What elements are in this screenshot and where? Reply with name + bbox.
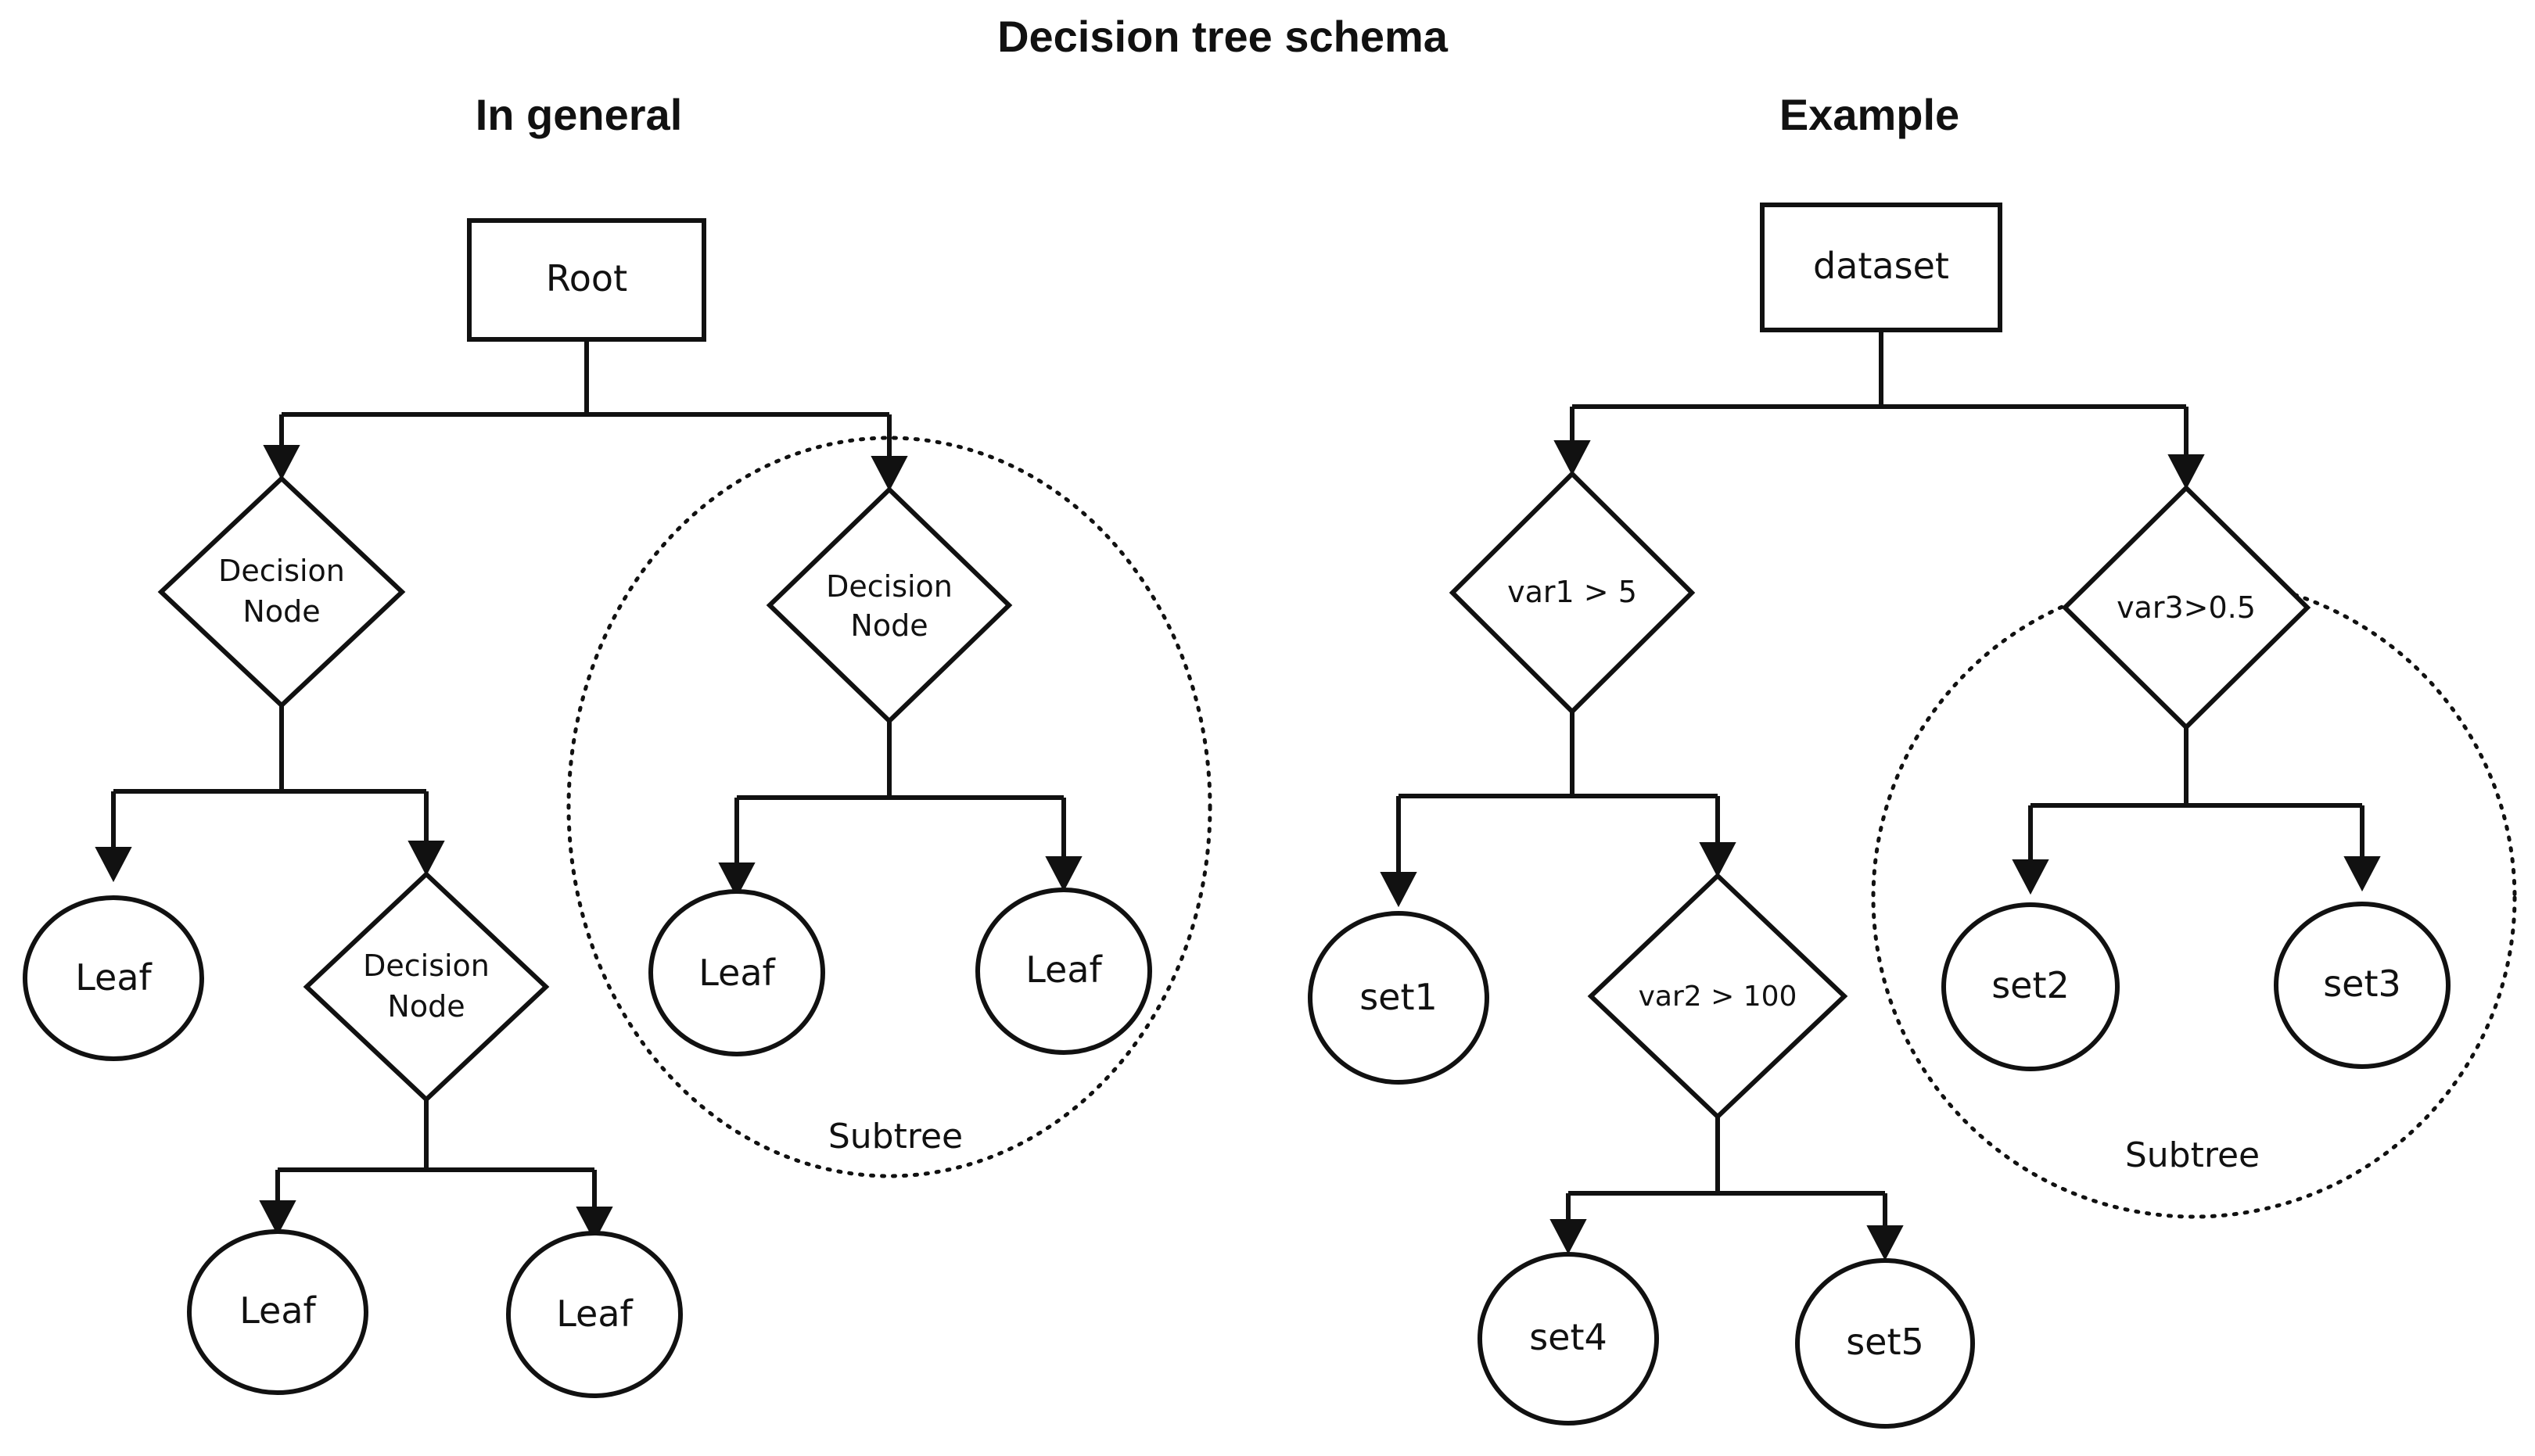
arrowhead — [1699, 842, 1736, 878]
general-decision-node-lower: Decision Node — [303, 870, 550, 1103]
leaf-label: Leaf — [239, 1289, 317, 1332]
diagram-title: Decision tree schema — [997, 12, 1449, 61]
arrowhead — [259, 1200, 296, 1236]
arrowhead — [1045, 856, 1083, 892]
arrowhead — [1380, 872, 1417, 908]
general-decision-node: Decision Node — [157, 475, 406, 709]
general-subtree-label: Subtree — [828, 1117, 963, 1157]
example-tree: dataset var1 > 5 var3>0.5 var2 > 100 set… — [1308, 203, 2517, 1429]
arrowhead — [2012, 859, 2049, 895]
leaf-label: Leaf — [75, 956, 153, 999]
general-root-node: Root — [467, 218, 706, 342]
general-connectors — [111, 339, 1066, 1210]
condition-var3-label: var3>0.5 — [2117, 590, 2256, 625]
decision-node-label-line1: Decision — [826, 569, 953, 604]
general-decision-node-subtree: Decision Node — [766, 486, 1013, 725]
decision-node-label-line1: Decision — [218, 554, 345, 588]
example-subtree-outline — [1871, 576, 2517, 1219]
example-condition-var3-node: var3>0.5 — [2061, 484, 2311, 731]
example-root-label: dataset — [1813, 245, 1949, 287]
arrowhead — [2167, 454, 2205, 490]
arrowhead — [871, 456, 908, 492]
arrowhead — [1549, 1219, 1587, 1255]
arrowhead — [1553, 440, 1591, 476]
general-leaf-node: Leaf — [23, 895, 204, 1061]
general-root-label: Root — [546, 257, 627, 299]
arrowhead — [95, 847, 132, 883]
general-subtree-outline — [566, 436, 1212, 1178]
general-tree: Root Decision Node Decision Node Decisio… — [23, 218, 1212, 1398]
example-root-node: dataset — [1760, 203, 2002, 332]
arrowhead — [263, 445, 300, 481]
arrowhead — [1866, 1225, 1904, 1261]
decision-node-label-line2: Node — [387, 989, 465, 1024]
example-subtree-label: Subtree — [2125, 1135, 2260, 1175]
arrowhead — [2343, 856, 2381, 892]
general-panel-heading: In general — [476, 90, 683, 139]
example-condition-var1-node: var1 > 5 — [1449, 470, 1696, 715]
example-arrowheads — [1380, 440, 2381, 1261]
example-condition-var2-node: var2 > 100 — [1587, 872, 1848, 1121]
example-connectors — [1396, 330, 2364, 1229]
general-leaf-node: Leaf — [648, 889, 825, 1056]
arrowhead — [408, 841, 445, 877]
set3-label: set3 — [2323, 963, 2401, 1005]
example-set3-node: set3 — [2274, 902, 2451, 1069]
condition-var2-label: var2 > 100 — [1639, 981, 1797, 1013]
general-leaf-node: Leaf — [975, 888, 1152, 1055]
example-panel-heading: Example — [1779, 90, 1959, 139]
example-set1-node: set1 — [1308, 911, 1489, 1085]
set4-label: set4 — [1529, 1316, 1607, 1358]
set1-label: set1 — [1359, 976, 1438, 1018]
general-leaf-node: Leaf — [187, 1229, 368, 1395]
decision-node-label-line2: Node — [242, 594, 320, 629]
general-arrowheads — [95, 445, 1083, 1243]
arrowhead — [718, 862, 756, 898]
decision-node-label-line1: Decision — [363, 949, 490, 983]
leaf-label: Leaf — [698, 952, 776, 994]
general-leaf-node: Leaf — [506, 1231, 683, 1398]
example-set2-node: set2 — [1941, 902, 2120, 1071]
set5-label: set5 — [1846, 1321, 1924, 1363]
leaf-label: Leaf — [1025, 949, 1103, 991]
example-set5-node: set5 — [1795, 1258, 1975, 1429]
condition-var1-label: var1 > 5 — [1507, 575, 1637, 609]
leaf-label: Leaf — [556, 1293, 634, 1335]
arrowhead — [576, 1207, 613, 1243]
set2-label: set2 — [1991, 964, 2070, 1006]
decision-node-label-line2: Node — [850, 608, 928, 643]
example-set4-node: set4 — [1478, 1252, 1659, 1426]
